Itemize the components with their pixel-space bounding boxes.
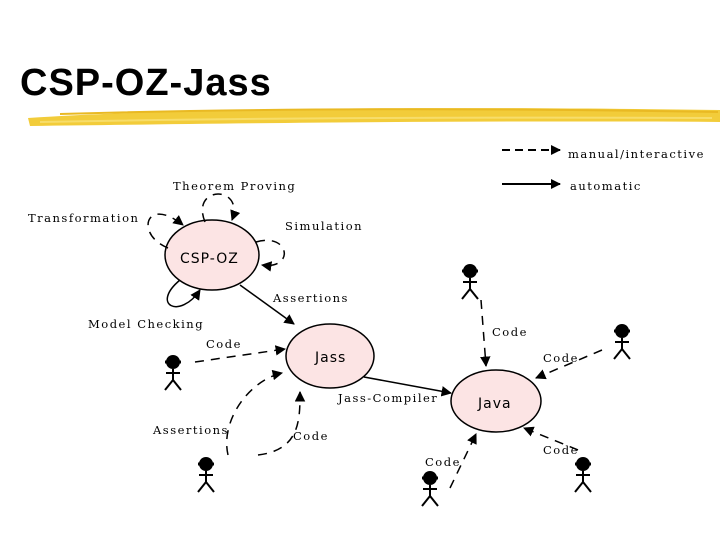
label-simulation: Simulation: [285, 219, 363, 233]
edge-person-top-to-java: [480, 299, 491, 368]
label-assertions-bottom: Assertions: [152, 423, 229, 437]
title-highlight-stroke: [28, 108, 720, 126]
person-icon: [421, 471, 439, 507]
legend-manual-label: manual/interactive: [568, 147, 705, 161]
node-jass-label: Jass: [314, 350, 346, 366]
edge-person-bottom-left-to-jass: [225, 369, 284, 456]
label-code-bottom-mid: Code: [293, 429, 329, 443]
node-cspoz: [164, 219, 260, 291]
person-icon: [574, 457, 592, 493]
person-icon: [613, 324, 631, 360]
label-code-bottom-right: Code: [543, 443, 579, 457]
loop-theorem-proving: [201, 193, 241, 223]
person-icon: [197, 457, 215, 493]
edge-person-bottom-java-to-java: [449, 433, 477, 489]
label-code-top-java: Code: [492, 325, 528, 339]
label-model-checking: Model Checking: [88, 317, 204, 331]
edge-person-right-to-java: [535, 349, 603, 380]
node-jass: [285, 323, 375, 389]
node-cspoz-label: CSP-OZ: [180, 251, 239, 267]
label-code-left: Code: [206, 337, 242, 351]
loop-transformation: [147, 213, 184, 249]
edge-person-bottom-right-to-java: [523, 426, 579, 451]
edge-person-bottom-mid-to-jass: [257, 390, 306, 456]
node-java-label: Java: [477, 396, 512, 412]
legend-automatic-label: automatic: [570, 179, 642, 193]
slide-title: CSP-OZ-Jass: [20, 62, 272, 104]
loop-model-checking: [166, 279, 201, 308]
node-java: [450, 369, 542, 433]
label-code-bottom-java: Code: [425, 455, 461, 469]
label-jass-compiler: Jass-Compiler: [337, 391, 438, 405]
label-code-right: Code: [543, 351, 579, 365]
label-transformation: Transformation: [28, 211, 139, 225]
person-icon: [164, 355, 182, 391]
label-theorem-proving: Theorem Proving: [173, 179, 296, 193]
edge-jass-compiler: [363, 376, 453, 397]
label-assertions-top: Assertions: [272, 291, 349, 305]
edge-cspoz-to-jass: [239, 284, 295, 325]
legend: manual/interactive automatic: [502, 145, 705, 193]
loop-simulation: [255, 239, 286, 272]
person-icon: [461, 264, 479, 300]
